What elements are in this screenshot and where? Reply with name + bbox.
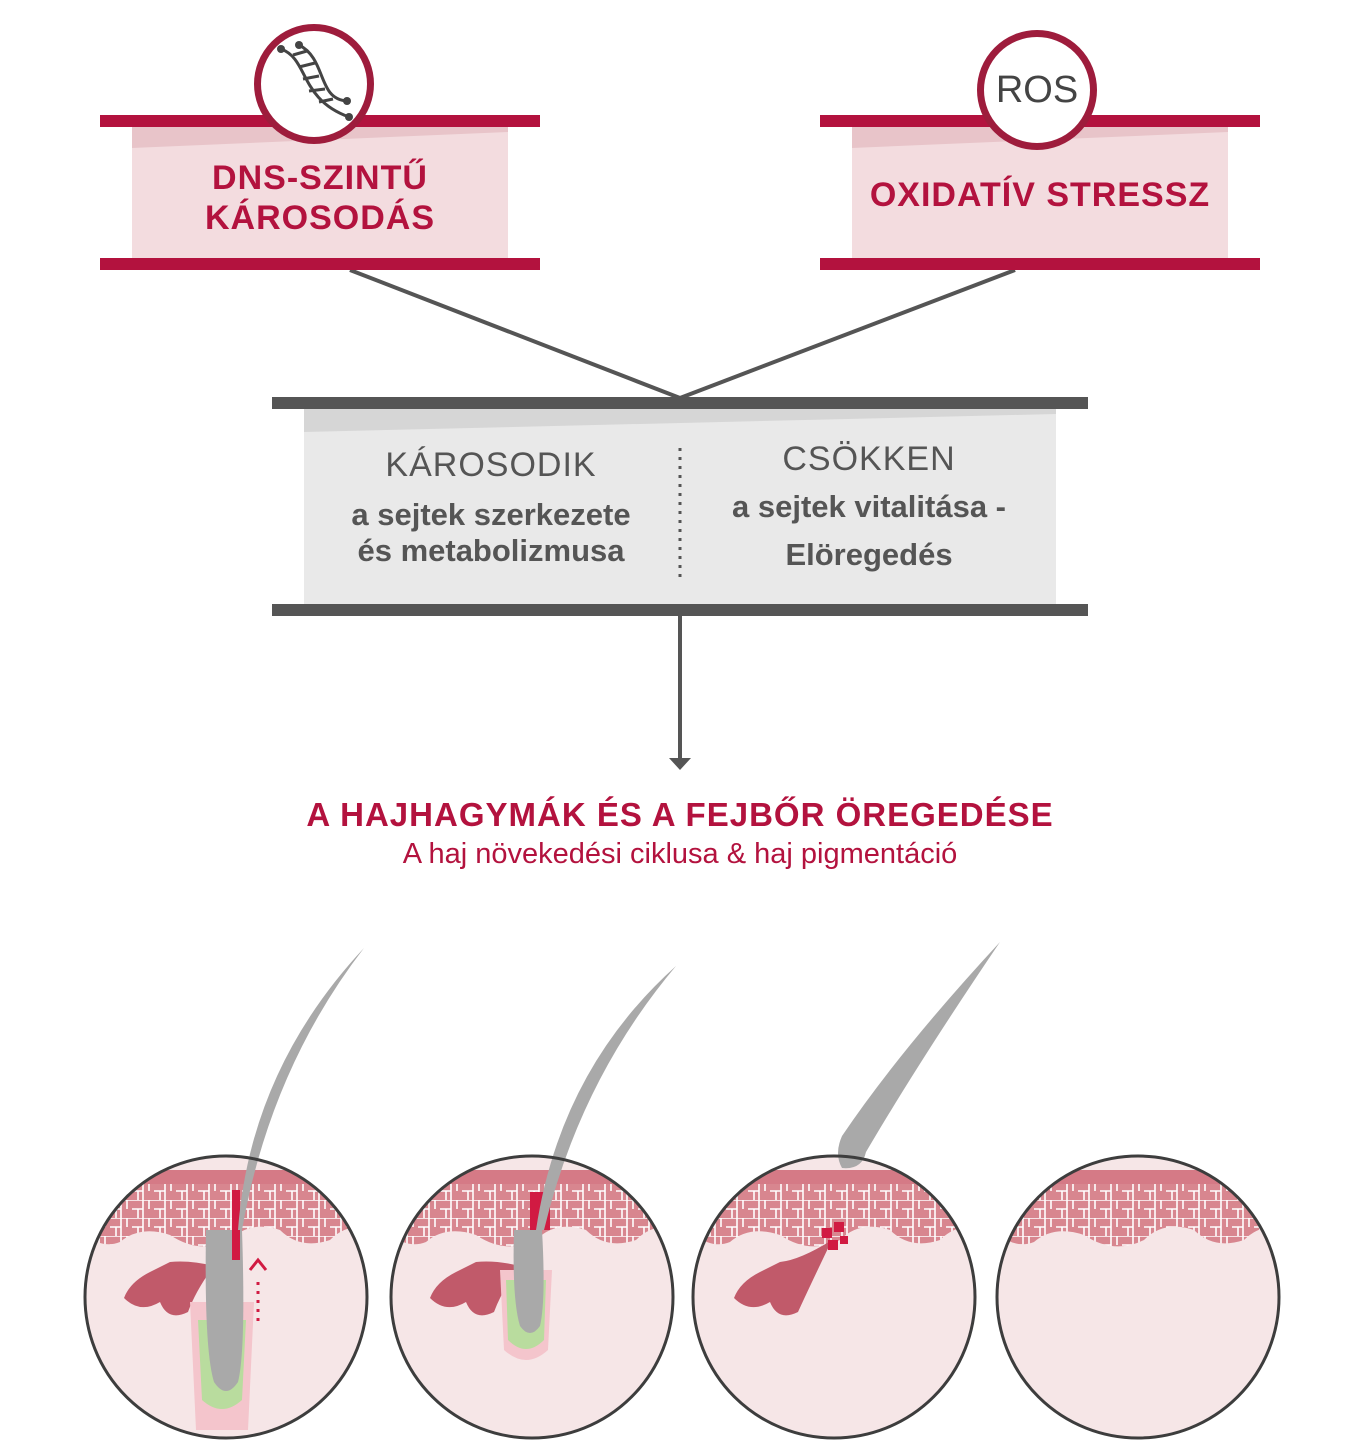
ros-badge: ROS: [977, 30, 1097, 150]
effect-left-head: KÁROSODIK: [385, 446, 597, 484]
effect-right-head: CSÖKKEN: [782, 440, 956, 478]
hair-follicle-stages: [83, 942, 1281, 1440]
effect-right-sub2: Elöregedés: [785, 537, 953, 572]
cause-left-title-line2: KÁROSODÁS: [204, 199, 436, 237]
effect-left-sub2: és metabolizmusa: [357, 533, 625, 568]
connector-lines: [349, 268, 1016, 770]
dna-icon: [254, 24, 374, 144]
hair-follicle-shrinking-icon: [389, 966, 676, 1440]
result-subtitle: A haj növekedési ciklusa & haj pigmentác…: [402, 838, 958, 870]
ros-label: ROS: [995, 68, 1079, 111]
divider: [678, 448, 682, 578]
effect-left-sub1: a sejtek szerkezete: [351, 497, 631, 532]
hair-follicle-damaged-icon: [691, 942, 1000, 1440]
effect-right-sub1: a sejtek vitalitása -: [732, 489, 1006, 524]
result-title: A HAJHAGYMÁK ÉS A FEJBŐR ÖREGEDÉSE: [306, 796, 1054, 833]
hair-follicle-lost-icon: [995, 1154, 1281, 1440]
hair-follicle-healthy-icon: [83, 948, 369, 1440]
cause-right-title: OXIDATÍV STRESSZ: [869, 176, 1211, 214]
cause-left-title-line1: DNS-SZINTŰ: [212, 159, 428, 197]
